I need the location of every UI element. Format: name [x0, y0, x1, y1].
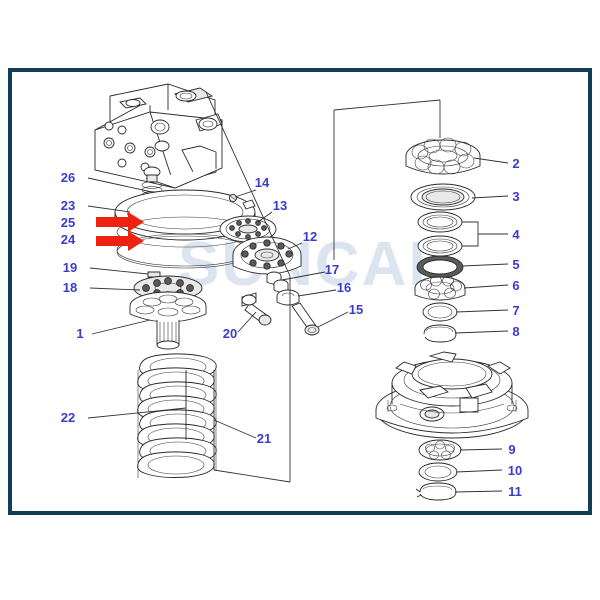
callout-label-2: 2 [512, 156, 519, 171]
part-16-bearing [276, 289, 300, 306]
watermark: SUNCAR [178, 230, 455, 299]
part-12-swash-plate [232, 236, 302, 275]
callout-label-19: 19 [63, 260, 77, 275]
callout-label-3: 3 [512, 189, 519, 204]
part-15-piston [291, 302, 320, 336]
part-7-washer [422, 302, 458, 322]
part-6-ball-bearing [414, 275, 466, 301]
callout-label-10: 10 [508, 463, 522, 478]
part-14-pin [228, 193, 238, 203]
red-arrow-part-24 [96, 231, 144, 251]
motor-housing-body [94, 83, 223, 189]
callout-label-18: 18 [63, 280, 77, 295]
part-11-snap-ring [415, 482, 457, 501]
callout-label-24: 24 [61, 232, 76, 247]
callout-label-15: 15 [349, 302, 363, 317]
red-arrow-part-25 [96, 212, 144, 232]
callout-label-1: 1 [76, 326, 83, 341]
callout-label-8: 8 [512, 324, 519, 339]
callout-label-9: 9 [508, 442, 515, 457]
leader-lines-left [87, 177, 187, 440]
part-13-valve-plate [219, 215, 277, 243]
part-4-shim-rings [417, 211, 508, 257]
callout-label-7: 7 [512, 303, 519, 318]
callout-label-20: 20 [223, 326, 237, 341]
disc-stack [137, 353, 217, 478]
part-9-bearing [418, 439, 462, 461]
callout-labels-right: 2 3 4 5 6 7 8 9 10 11 [508, 156, 522, 499]
callout-label-16: 16 [337, 280, 351, 295]
callout-label-14: 14 [255, 175, 270, 190]
callout-label-11: 11 [508, 484, 522, 499]
watermark-text: SUNCAR [178, 230, 455, 299]
callout-label-25: 25 [61, 215, 75, 230]
callout-labels-center: 14 13 12 17 16 15 20 21 [223, 175, 363, 446]
callout-label-23: 23 [61, 198, 75, 213]
callout-label-4: 4 [512, 227, 520, 242]
gear-housing [375, 351, 529, 439]
callout-label-5: 5 [512, 257, 519, 272]
part-2-ball-bearing [405, 137, 481, 175]
callout-label-22: 22 [61, 410, 75, 425]
callout-label-13: 13 [273, 198, 287, 213]
part-8-snap-ring [423, 324, 457, 343]
part-10-washer [418, 462, 458, 482]
callout-label-21: 21 [257, 431, 271, 446]
callout-label-17: 17 [325, 262, 339, 277]
callout-label-6: 6 [512, 278, 519, 293]
callout-labels-left: 26 23 25 24 19 18 1 22 [61, 170, 84, 425]
part-3-seal-ring [410, 183, 476, 211]
part-5-o-ring [416, 255, 464, 279]
leader-lines-right [454, 157, 509, 493]
part-1-cylinder-block [129, 291, 207, 350]
callout-label-12: 12 [303, 229, 317, 244]
leader-lines-center [205, 91, 441, 483]
part-20-plunger [241, 292, 272, 326]
callout-label-26: 26 [61, 170, 75, 185]
